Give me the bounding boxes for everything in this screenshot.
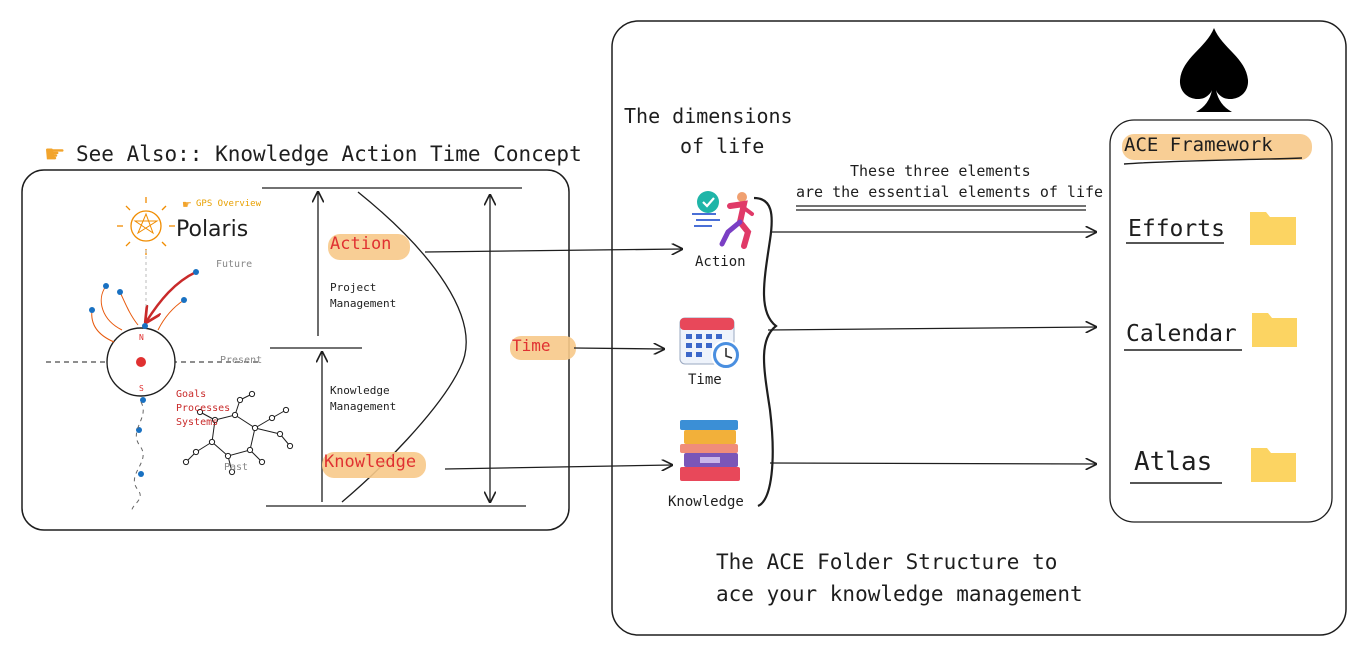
curly-brace [753, 196, 778, 508]
framework-box [1109, 119, 1333, 523]
see-also-title[interactable]: See Also:: Knowledge Action Time Concept [76, 142, 582, 166]
project-management-label-1: Project [330, 281, 377, 294]
framework-title: ACE Framework [1124, 134, 1273, 156]
systems-label: Systems [176, 417, 219, 428]
compass-s-label: S [139, 384, 144, 393]
folder-label-calendar[interactable]: Calendar [1126, 321, 1237, 347]
right-panel-frame [611, 20, 1347, 636]
dimensions-title-1: The dimensions [624, 104, 793, 128]
knowledge-management-label-2: Management [330, 400, 397, 413]
folder-label-efforts[interactable]: Efforts [1128, 216, 1225, 242]
bottom-caption-2: ace your knowledge management [716, 582, 1083, 606]
gps-hand-icon: ☛ [182, 198, 192, 211]
pointing-hand-icon: ☛ [44, 140, 66, 168]
compass-sketch [46, 250, 294, 513]
icon-label-knowledge: Knowledge [668, 494, 744, 510]
compass-n-label: N [139, 333, 144, 342]
note-line-2: are the essential elements of life [796, 183, 1104, 201]
bottom-caption-1: The ACE Folder Structure to [716, 550, 1058, 574]
dimensions-title-2: of life [680, 134, 765, 158]
polaris-label: Polaris [176, 217, 249, 242]
folder-icons [1250, 212, 1297, 482]
future-label: Future [216, 259, 253, 270]
project-management-label-2: Management [330, 297, 397, 310]
left-panel-frame [21, 169, 570, 531]
sun-icon [117, 197, 175, 255]
time-calendar-icon [679, 317, 741, 370]
knowledge-label: Knowledge [324, 452, 417, 472]
note-line-1: These three elements [850, 162, 1031, 180]
action-label: Action [330, 234, 392, 254]
time-label: Time [512, 336, 551, 355]
processes-label: Processes [176, 403, 231, 414]
highlights [322, 134, 1312, 478]
folder-label-atlas[interactable]: Atlas [1134, 447, 1213, 477]
icon-label-time: Time [688, 372, 722, 388]
framework-underlines [1123, 157, 1303, 484]
action-runner-icon [692, 191, 754, 249]
connector-arrows [424, 205, 1096, 469]
knowledge-management-label-1: Knowledge [330, 384, 390, 397]
spade-icon [1179, 28, 1249, 112]
knowledge-books-icon [680, 420, 740, 481]
present-label: Present [220, 355, 263, 366]
goals-label: Goals [176, 389, 207, 400]
gps-overview-link[interactable]: GPS Overview [196, 199, 262, 209]
past-label: Past [224, 462, 249, 473]
icon-label-action: Action [695, 254, 746, 270]
